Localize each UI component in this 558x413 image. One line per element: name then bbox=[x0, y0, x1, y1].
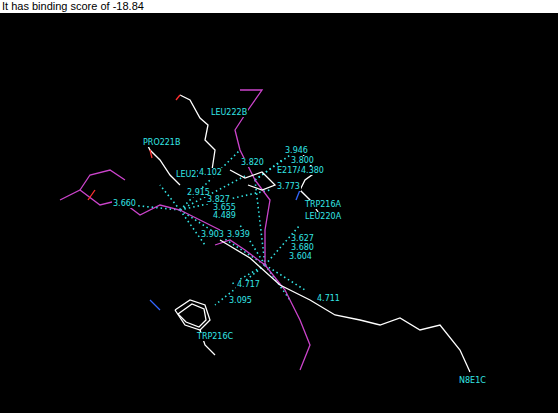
distance-label: 3.627 bbox=[290, 234, 315, 243]
distance-label: 3.903 bbox=[200, 230, 225, 239]
distance-label: 3.680 bbox=[290, 243, 315, 252]
residue-label: PRO221B bbox=[142, 138, 181, 147]
residue-label: TRP216A bbox=[304, 200, 342, 209]
residue-label: LEU220A bbox=[304, 212, 342, 221]
distance-label: 3.604 bbox=[288, 252, 313, 261]
distance-label: 4.102 bbox=[198, 168, 223, 177]
distance-label: 4.717 bbox=[236, 280, 261, 289]
distance-label: 3.820 bbox=[240, 158, 265, 167]
distance-label: 4.489 bbox=[212, 211, 237, 220]
distance-label: 3.946 bbox=[284, 146, 309, 155]
residue-label: N8E1C bbox=[458, 376, 487, 385]
figure-title: It has binding score of -18.84 bbox=[2, 0, 144, 12]
distance-label: 3.800 bbox=[290, 156, 315, 165]
residue-label: TRP216C bbox=[196, 332, 234, 341]
distance-label: 3.095 bbox=[228, 296, 253, 305]
distance-label: 3.773 bbox=[276, 182, 301, 191]
distance-label: 3.939 bbox=[226, 230, 251, 239]
distance-label: 3.660 bbox=[112, 199, 137, 208]
distance-label: 4.380 bbox=[300, 166, 325, 175]
distance-label: 4.711 bbox=[316, 294, 341, 303]
residue-label: LEU222B bbox=[210, 108, 248, 117]
